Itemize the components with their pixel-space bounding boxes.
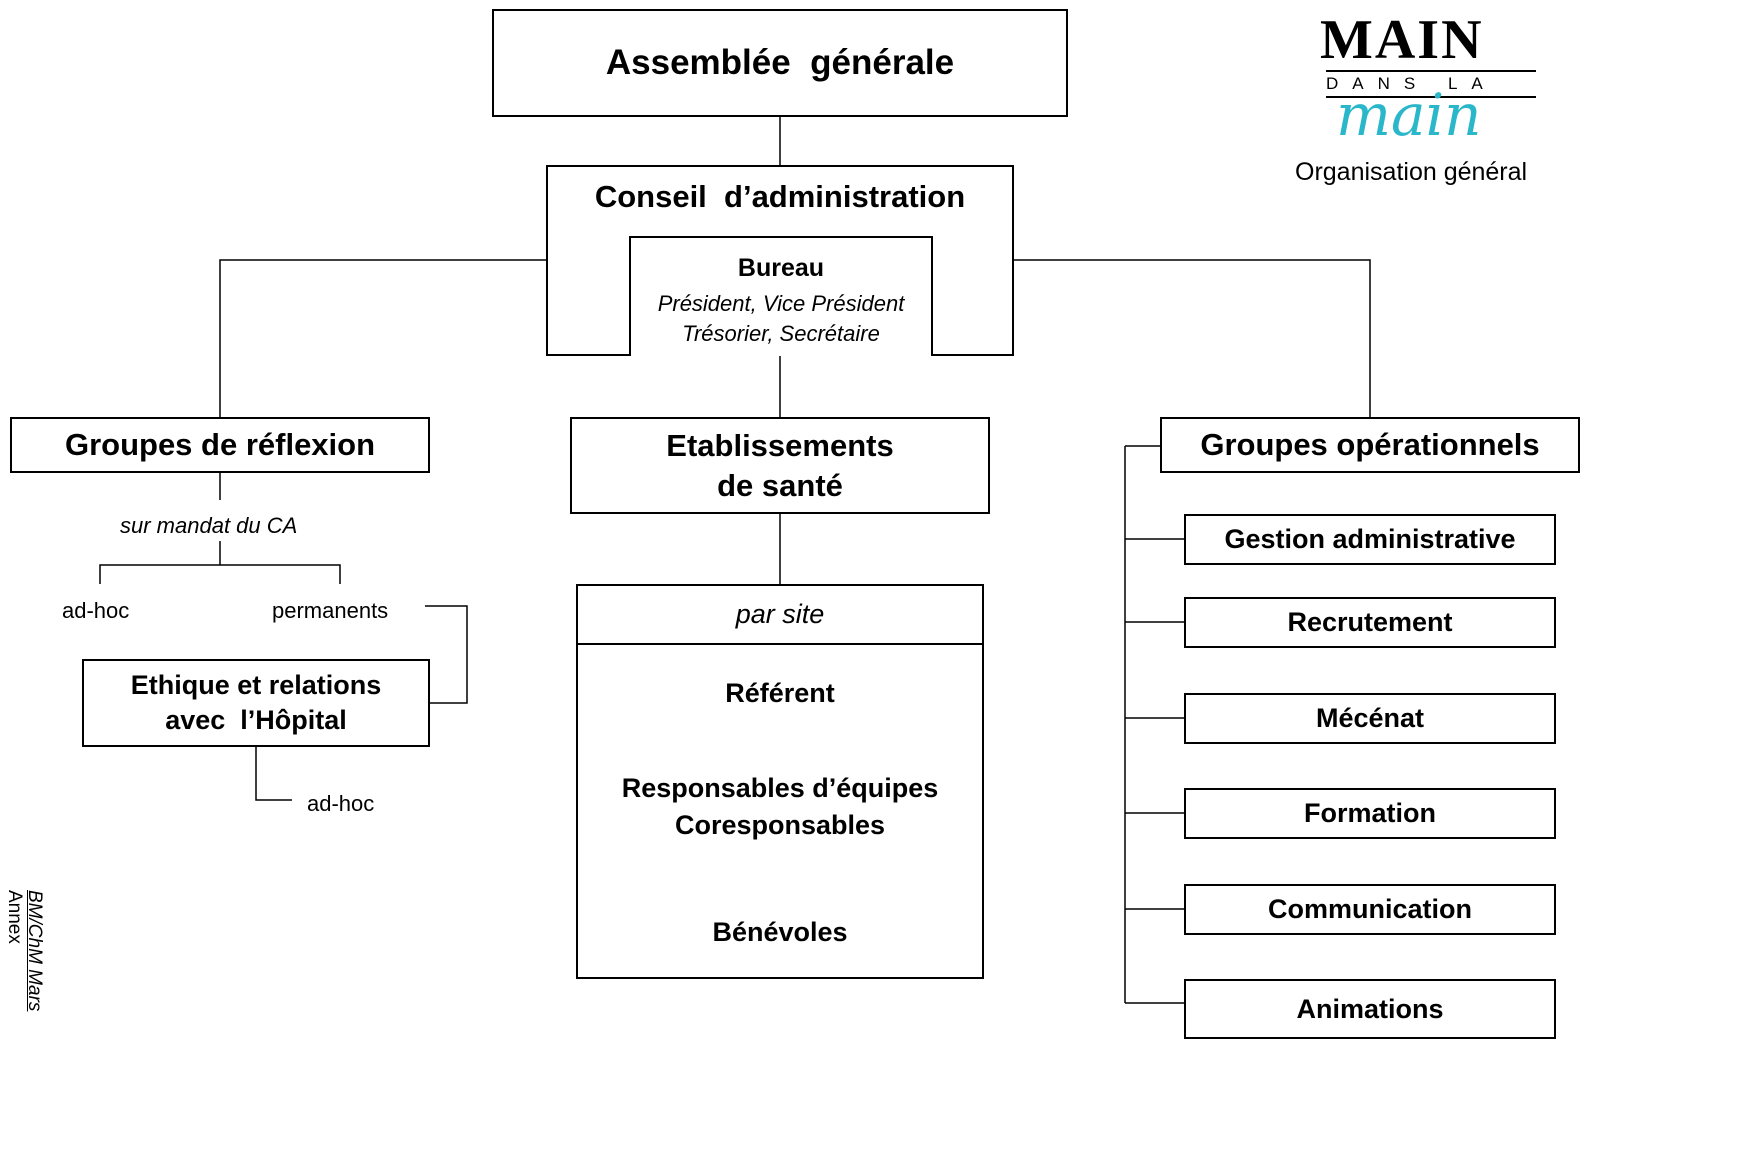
adhoc-label: ad-hoc <box>62 598 130 623</box>
op-item-communication: Communication <box>1184 884 1556 935</box>
logo: MAIN DANS LA main <box>1318 9 1538 149</box>
groupes-operationnels-box: Groupes opérationnels <box>1160 417 1580 473</box>
benevoles-label: Bénévoles <box>712 917 848 947</box>
bureau-box: Bureau Président, Vice Président Trésori… <box>629 236 933 356</box>
side-note: BM/ChM Mars Annex <box>4 890 45 1153</box>
logo-rule-top <box>1326 70 1536 72</box>
assemblee-generale-box: Assemblée générale <box>492 9 1068 117</box>
ethique-line-1: Ethique et relations <box>130 670 382 700</box>
ethique-line-2: avec l’Hôpital <box>165 705 347 735</box>
etablissements-sante-box: Etablissements de santé <box>570 417 990 514</box>
op-item-label: Gestion administrative <box>1224 524 1516 554</box>
op-item-recrutement: Recrutement <box>1184 597 1556 648</box>
referent-label: Référent <box>725 678 835 708</box>
permanents-label: permanents <box>272 598 389 623</box>
bureau-line-2: Trésorier, Secrétaire <box>682 321 880 346</box>
logo-rule-bottom <box>1326 96 1536 98</box>
etablissements-sante-line-2: de santé <box>717 467 843 503</box>
op-item-label: Mécénat <box>1315 703 1425 733</box>
op-item-label: Recrutement <box>1287 607 1453 637</box>
responsables-line-1: Responsables d’équipes <box>621 773 939 803</box>
par-site-label: par site <box>735 599 825 629</box>
op-item-gestion: Gestion administrative <box>1184 514 1556 565</box>
logo-script-text: main <box>1336 81 1482 149</box>
groupes-operationnels-title: Groupes opérationnels <box>1200 427 1540 462</box>
op-item-label: Communication <box>1267 894 1472 924</box>
side-note-line-2: Annex <box>4 890 25 944</box>
groupes-reflexion-title: Groupes de réflexion <box>64 427 376 462</box>
etablissements-sante-line-1: Etablissements <box>666 427 894 463</box>
logo-dans-la-text: DANS LA <box>1326 74 1497 93</box>
assemblee-generale-title: Assemblée générale <box>605 43 955 82</box>
adhoc-label-2: ad-hoc <box>307 791 375 816</box>
par-site-header: par site <box>578 586 982 645</box>
logo-main-text: MAIN <box>1320 9 1484 71</box>
op-item-animations: Animations <box>1184 979 1556 1039</box>
par-site-box: par site <box>576 584 984 979</box>
op-item-mecenat: Mécénat <box>1184 693 1556 744</box>
bureau-title: Bureau <box>737 254 825 282</box>
side-note-line-1: BM/ChM Mars <box>24 890 45 1012</box>
op-item-formation: Formation <box>1184 788 1556 839</box>
groupes-reflexion-box: Groupes de réflexion <box>10 417 430 473</box>
mandate-label: sur mandat du CA <box>120 513 298 538</box>
bureau-line-1: Président, Vice Président <box>657 291 905 316</box>
conseil-administration-title: Conseil d’administration <box>594 179 966 214</box>
logo-subtitle: Organisation général <box>1295 158 1528 186</box>
op-item-label: Formation <box>1304 798 1436 828</box>
responsables-line-2: Coresponsables <box>674 810 886 840</box>
op-item-label: Animations <box>1296 993 1444 1024</box>
ethique-box: Ethique et relations avec l’Hôpital <box>82 659 430 747</box>
side-note-text: BM/ChM Mars Annex <box>4 890 45 1012</box>
